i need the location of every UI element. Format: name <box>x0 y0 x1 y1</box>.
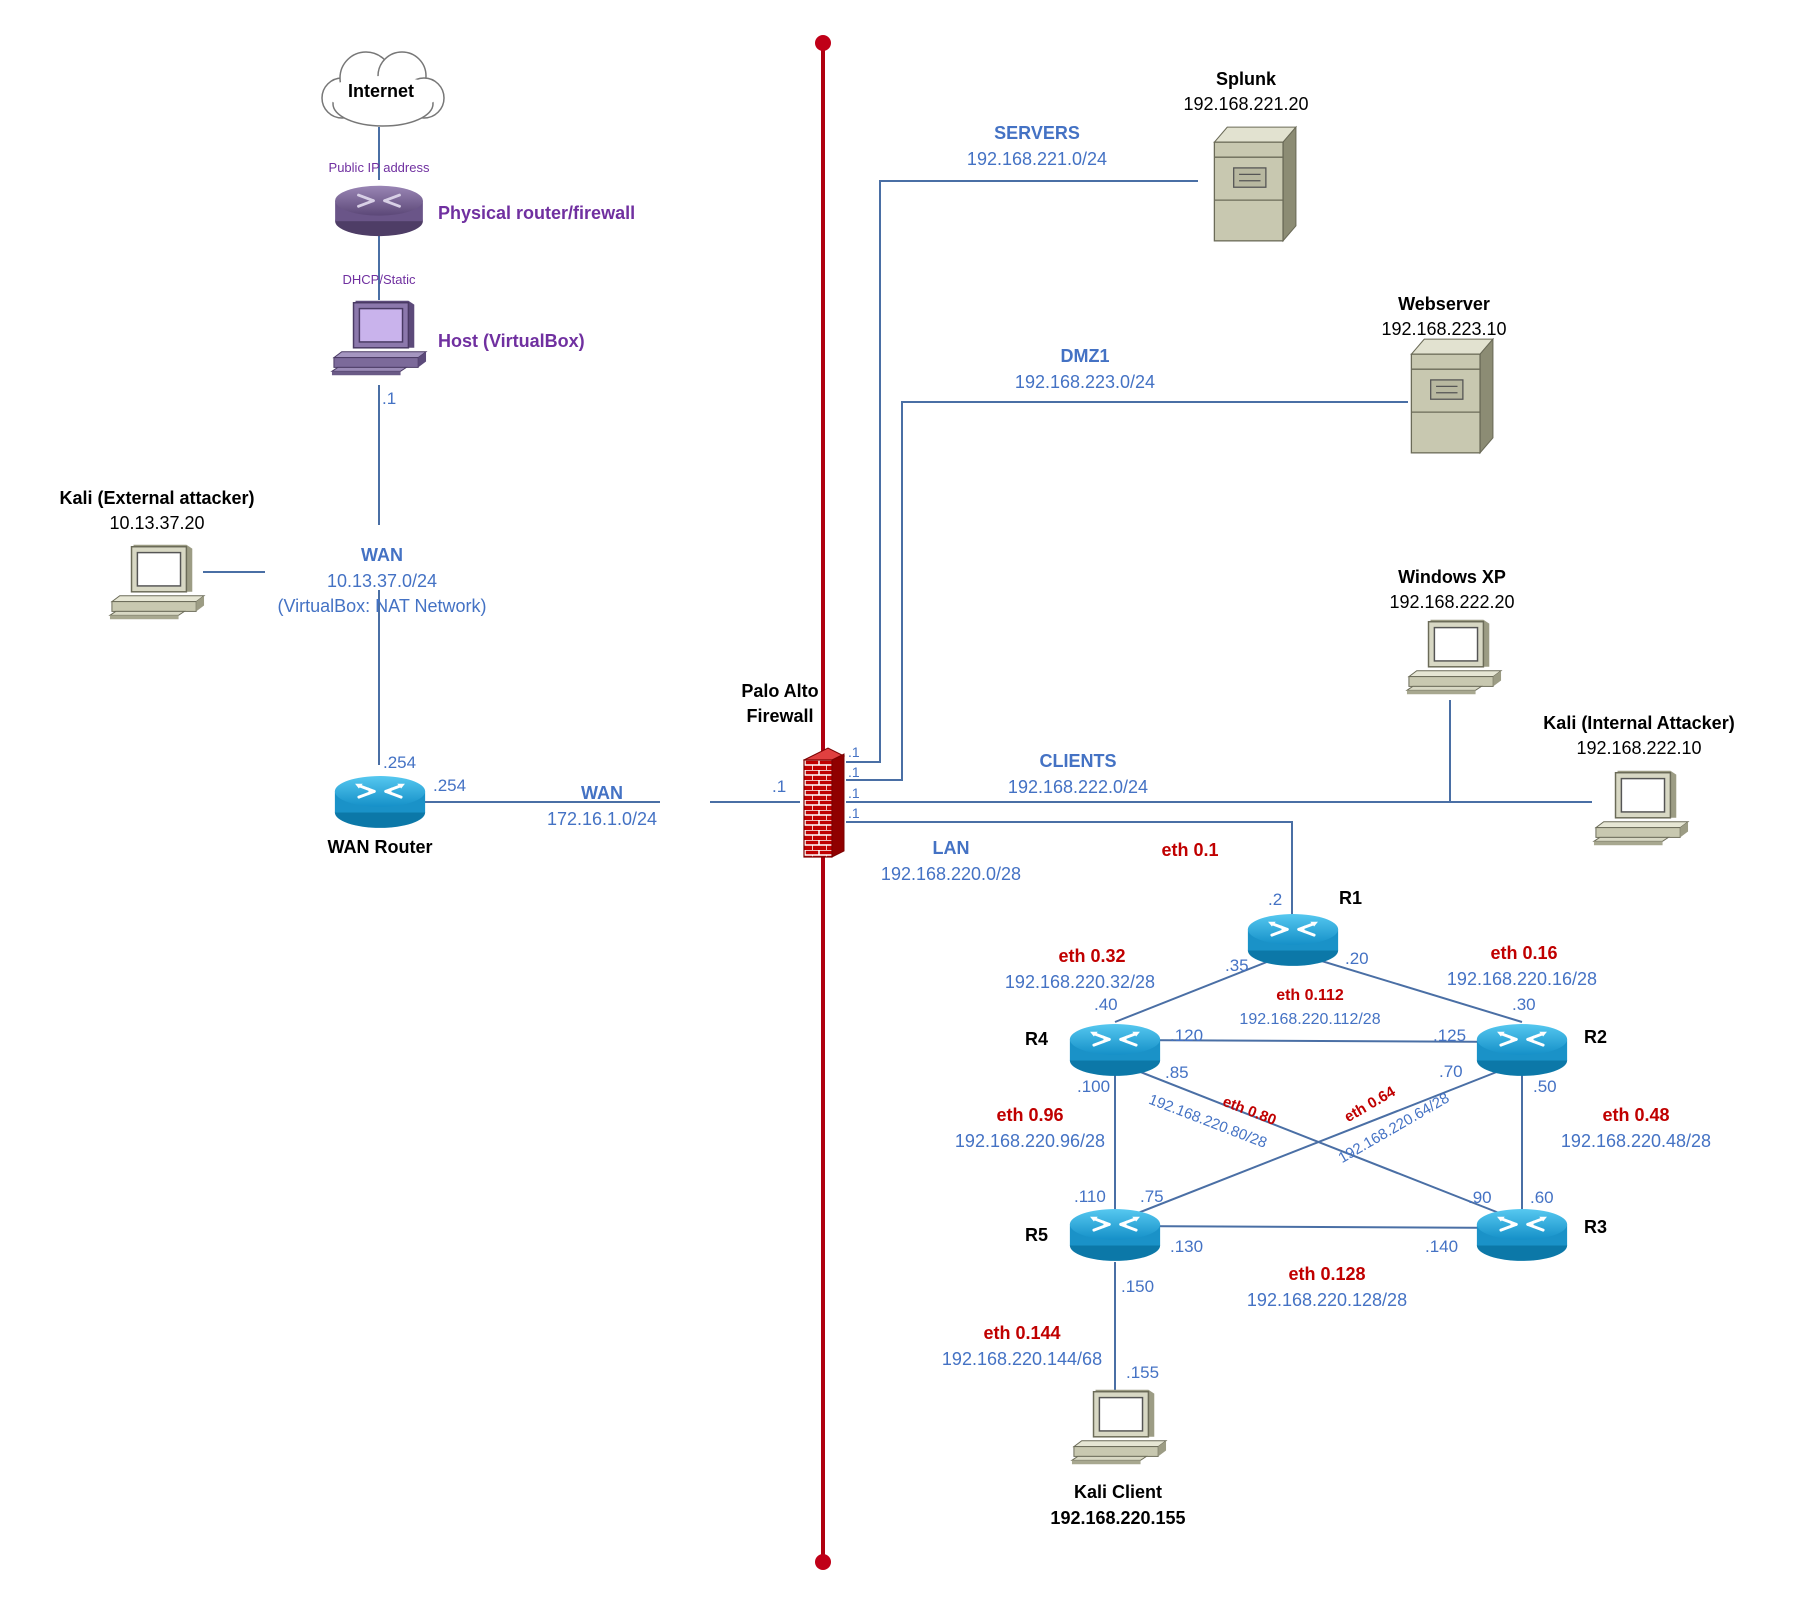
webserver-label: Webserver <box>1398 294 1490 314</box>
wan-network-subnet: 172.16.1.0/24 <box>546 809 658 829</box>
lan-network-subnet: 192.168.220.0/28 <box>880 864 1022 884</box>
r5-octet-r4: .110 <box>1074 1187 1106 1206</box>
firewall-octet-dmz: .1 <box>848 764 860 780</box>
firewall-octet-wan: .1 <box>772 777 787 796</box>
kali-internal-label: Kali (Internal Attacker) <box>1543 713 1735 733</box>
r2-octet-r5: .70 <box>1439 1062 1463 1081</box>
internet-label: Internet <box>347 81 415 101</box>
l112-subnet: 192.168.220.112/28 <box>1239 1011 1381 1028</box>
host-computer-icon <box>331 299 427 377</box>
webserver-server-icon <box>1410 338 1494 454</box>
firewall-label-line1: Palo Alto <box>741 681 819 701</box>
lan-network-name: LAN <box>932 838 970 858</box>
dmz1-network-subnet: 192.168.223.0/24 <box>1014 372 1156 392</box>
wan-virtualbox-subnet: 10.13.37.0/24 <box>326 571 438 591</box>
webserver-ip: 192.168.223.10 <box>1381 319 1507 339</box>
kali-client-label: Kali Client <box>1073 1482 1163 1502</box>
host-octet: .1 <box>382 389 397 408</box>
lan-eth-label: eth 0.1 <box>1161 840 1219 860</box>
kali-internal-computer-icon <box>1593 769 1689 847</box>
wan-network-name: WAN <box>581 783 623 803</box>
l96-subnet: 192.168.220.96/28 <box>954 1131 1106 1151</box>
host-label: Host (VirtualBox) <box>438 331 585 351</box>
l128-subnet: 192.168.220.128/28 <box>1246 1290 1408 1310</box>
r4-octet-r1: .40 <box>1094 995 1118 1014</box>
physical-router-icon <box>333 184 425 238</box>
r4-octet-r3: .85 <box>1165 1063 1189 1082</box>
kali-external-label: Kali (External attacker) <box>59 488 255 508</box>
dmz1-network-name: DMZ1 <box>1060 346 1110 366</box>
r3-router-icon <box>1475 1207 1569 1263</box>
r1-router-icon <box>1246 912 1340 968</box>
wan-virtualbox-name: WAN <box>361 545 403 565</box>
kali-client-computer-icon <box>1071 1388 1167 1466</box>
servers-network-subnet: 192.168.221.0/24 <box>966 149 1108 169</box>
r3-label: R3 <box>1584 1217 1608 1237</box>
splunk-server-icon <box>1213 126 1297 242</box>
clients-network-subnet: 192.168.222.0/24 <box>1007 777 1149 797</box>
r3-octet-r5: .140 <box>1425 1237 1459 1256</box>
l144-subnet: 192.168.220.144/68 <box>941 1349 1103 1369</box>
dhcp-static-label: DHCP/Static <box>342 272 416 287</box>
wan-router-icon <box>333 774 427 830</box>
firewall-octet-servers: .1 <box>848 744 860 760</box>
firewall-octet-clients: .1 <box>848 785 860 801</box>
windows-xp-ip: 192.168.222.20 <box>1389 592 1515 612</box>
r1-octet-r4: .35 <box>1225 956 1249 975</box>
kali-client-octet: .155 <box>1126 1363 1160 1382</box>
l96-eth-label: eth 0.96 <box>996 1105 1064 1125</box>
l112-eth-label: eth 0.112 <box>1276 987 1344 1004</box>
r4-router-icon <box>1068 1022 1162 1078</box>
clients-network-name: CLIENTS <box>1039 751 1117 771</box>
kali-client-ip: 192.168.220.155 <box>1050 1508 1186 1528</box>
r3-octet-r2: .60 <box>1530 1188 1554 1207</box>
windows-xp-computer-icon <box>1406 618 1502 696</box>
wan-router-octet-right: .254 <box>433 776 467 795</box>
kali-external-computer-icon <box>109 543 205 621</box>
r4-label: R4 <box>1025 1029 1049 1049</box>
r5-octet-client: .150 <box>1121 1277 1155 1296</box>
l128-eth-label: eth 0.128 <box>1288 1264 1366 1284</box>
public-ip-label: Public IP address <box>328 160 430 175</box>
wan-router-label: WAN Router <box>327 837 433 857</box>
r5-octet-r2: .75 <box>1140 1187 1164 1206</box>
r1-octet-r2: .20 <box>1345 949 1369 968</box>
l16-subnet: 192.168.220.16/28 <box>1446 969 1598 989</box>
r2-label: R2 <box>1584 1027 1608 1047</box>
network-links <box>203 127 1592 1390</box>
r1-octet-lan: .2 <box>1268 890 1283 909</box>
physical-router-label: Physical router/firewall <box>438 203 636 223</box>
windows-xp-label: Windows XP <box>1398 567 1506 587</box>
l144-eth-label: eth 0.144 <box>983 1323 1061 1343</box>
l48-subnet: 192.168.220.48/28 <box>1560 1131 1712 1151</box>
splunk-label: Splunk <box>1215 69 1277 89</box>
r1-label: R1 <box>1339 888 1363 908</box>
l32-subnet: 192.168.220.32/28 <box>1004 972 1156 992</box>
firewall-label-line2: Firewall <box>746 706 814 726</box>
kali-internal-ip: 192.168.222.10 <box>1576 738 1702 758</box>
wan-router-octet-up: .254 <box>383 753 417 772</box>
r2-router-icon <box>1475 1022 1569 1078</box>
firewall-icon <box>802 747 846 858</box>
r5-router-icon <box>1068 1207 1162 1263</box>
internet-cloud-icon <box>321 51 445 127</box>
r4-octet-r5: .100 <box>1077 1077 1111 1096</box>
r3-octet-r4: .90 <box>1468 1188 1492 1207</box>
r4-octet-r2: .120 <box>1170 1026 1204 1045</box>
l32-eth-label: eth 0.32 <box>1058 946 1126 966</box>
r2-octet-r4: .125 <box>1433 1026 1467 1045</box>
r2-octet-r3: .50 <box>1533 1077 1557 1096</box>
l48-eth-label: eth 0.48 <box>1602 1105 1670 1125</box>
wan-virtualbox-note: (VirtualBox: NAT Network) <box>277 596 487 616</box>
r5-octet-r3: .130 <box>1170 1237 1204 1256</box>
kali-external-ip: 10.13.37.20 <box>109 513 205 533</box>
r2-octet-r1: .30 <box>1512 995 1536 1014</box>
l16-eth-label: eth 0.16 <box>1490 943 1558 963</box>
firewall-octet-lan: .1 <box>848 805 860 821</box>
splunk-ip: 192.168.221.20 <box>1183 94 1309 114</box>
r5-label: R5 <box>1025 1225 1049 1245</box>
servers-network-name: SERVERS <box>994 123 1080 143</box>
